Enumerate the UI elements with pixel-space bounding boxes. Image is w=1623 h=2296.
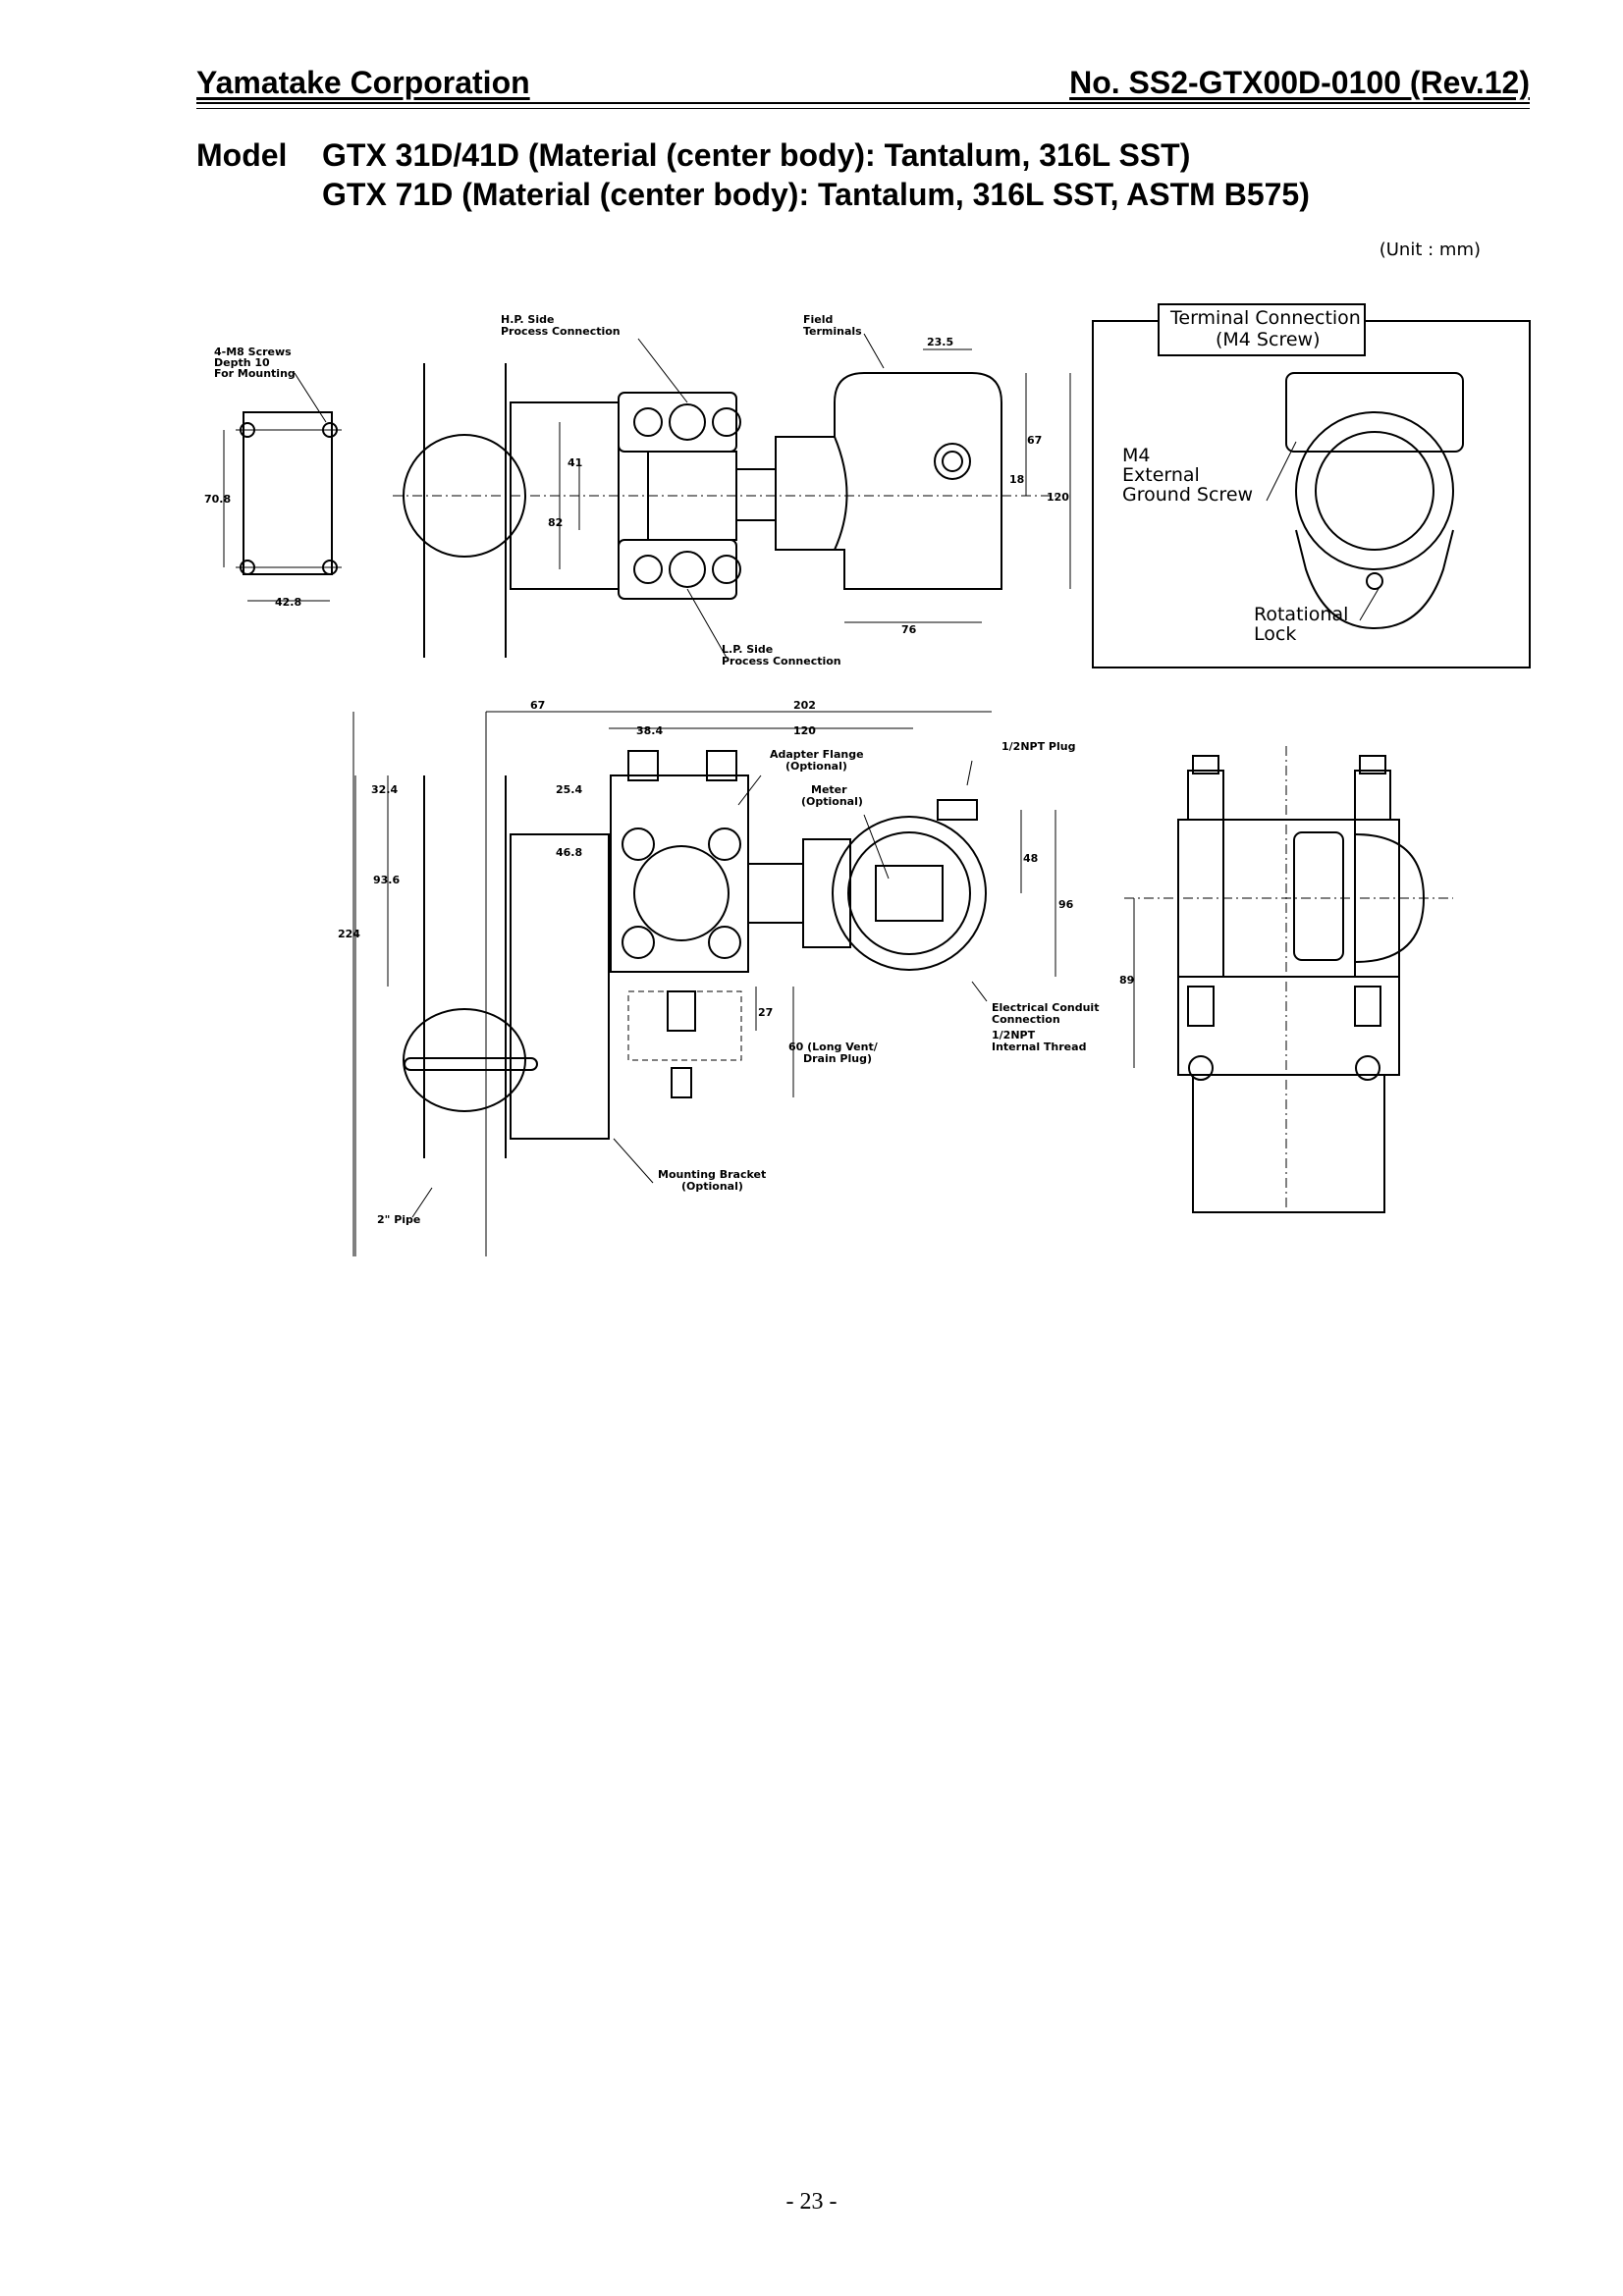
dim-67-bottom: 67 [530, 699, 545, 712]
dim-76: 76 [901, 623, 917, 636]
dim-25-4: 25.4 [556, 783, 582, 796]
dim-46-8: 46.8 [556, 846, 582, 859]
label-lp-2: Process Connection [722, 655, 841, 667]
mounting-hole-view [223, 372, 342, 602]
dim-202: 202 [793, 699, 816, 712]
dim-27: 27 [758, 1006, 773, 1019]
label-npt-plug: 1/2NPT Plug [1001, 740, 1075, 753]
label-lock-1: Rotational [1254, 604, 1348, 625]
label-meter-2: (Optional) [801, 795, 863, 808]
label-lp-1: L.P. Side [722, 643, 773, 656]
label-vent-1: 60 (Long Vent/ [788, 1041, 879, 1053]
label-ground-3: Ground Screw [1122, 484, 1253, 506]
label-adapter-1: Adapter Flange [770, 748, 864, 761]
label-screws-2: Depth 10 [214, 356, 270, 369]
label-bracket-2: (Optional) [681, 1180, 743, 1193]
dim-120-top: 120 [1047, 491, 1069, 504]
dim-48: 48 [1023, 852, 1038, 865]
dim-70-8: 70.8 [204, 493, 231, 506]
label-meter-1: Meter [811, 783, 847, 796]
model-line-2: GTX 71D (Material (center body): Tantalu… [322, 177, 1310, 212]
header-rule-thin [196, 108, 1530, 109]
document-number: No. SS2-GTX00D-0100 (Rev.12) [1069, 65, 1530, 100]
dim-96: 96 [1058, 898, 1074, 911]
label-terminal-2: (M4 Screw) [1216, 329, 1320, 350]
label-pipe: 2" Pipe [377, 1213, 420, 1226]
label-terminal-1: Terminal Connection [1169, 307, 1361, 329]
company-name: Yamatake Corporation [196, 65, 530, 100]
page-number: - 23 - [785, 2189, 838, 2215]
label-conduit-1: Electrical Conduit [992, 1001, 1099, 1014]
label-bracket-1: Mounting Bracket [658, 1168, 766, 1181]
dim-41: 41 [568, 456, 582, 469]
label-screws-1: 4-M8 Screws [214, 346, 292, 358]
label-screws-3: For Mounting [214, 367, 296, 380]
dim-67-top: 67 [1027, 434, 1042, 447]
label-vent-2: Drain Plug) [803, 1052, 872, 1065]
side-view [393, 333, 1071, 659]
unit-note: (Unit : mm) [1379, 240, 1481, 260]
label-hp-2: Process Connection [501, 325, 621, 338]
model-line-1: GTX 31D/41D (Material (center body): Tan… [322, 137, 1191, 173]
label-ground-1: M4 [1122, 445, 1150, 466]
dim-120-bottom: 120 [793, 724, 816, 737]
dim-82: 82 [548, 516, 563, 529]
rear-view [1124, 746, 1453, 1217]
label-conduit-3: 1/2NPT [992, 1029, 1036, 1041]
header-rule [196, 102, 1530, 104]
terminal-view [1092, 303, 1531, 668]
label-adapter-2: (Optional) [785, 760, 847, 773]
label-field-1: Field [803, 313, 833, 326]
dim-18: 18 [1009, 473, 1024, 486]
dim-224: 224 [338, 928, 360, 940]
dim-89: 89 [1119, 974, 1134, 987]
front-view [352, 711, 1056, 1256]
label-hp-1: H.P. Side [501, 313, 554, 326]
dim-38-4: 38.4 [636, 724, 663, 737]
dim-93-6: 93.6 [373, 874, 400, 886]
dim-23-5: 23.5 [927, 336, 953, 348]
dim-32-4: 32.4 [371, 783, 398, 796]
label-lock-2: Lock [1254, 623, 1296, 645]
label-conduit-4: Internal Thread [992, 1041, 1086, 1053]
label-field-2: Terminals [803, 325, 862, 338]
label-conduit-2: Connection [992, 1013, 1060, 1026]
label-ground-2: External [1122, 464, 1200, 486]
model-label: Model [196, 137, 288, 173]
dim-42-8: 42.8 [275, 596, 301, 609]
